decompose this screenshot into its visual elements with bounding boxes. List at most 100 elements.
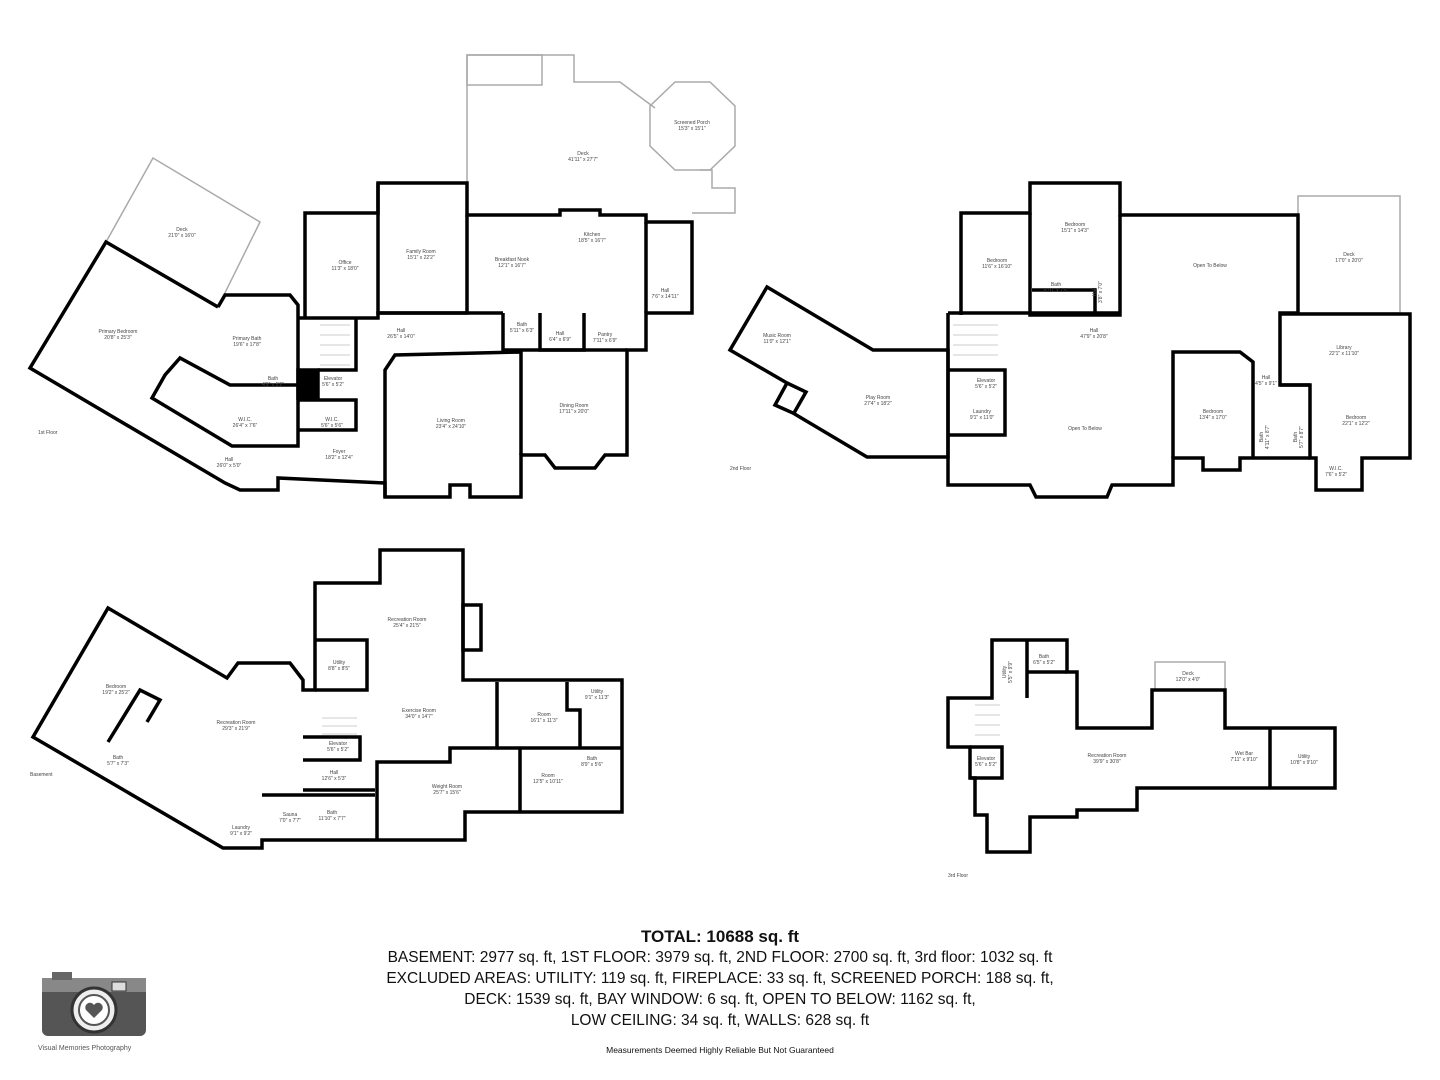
room-name: Office xyxy=(338,260,352,266)
room-label: W.I.C.5'6" x 5'6" xyxy=(321,417,343,429)
room-dimensions: 7'0" x 7'7" xyxy=(279,818,301,824)
screened-porch xyxy=(649,81,736,171)
room-name: Hall xyxy=(396,328,406,334)
room-name: Laundry xyxy=(231,825,251,831)
room-dimensions: 19'2" x 25'2" xyxy=(102,690,130,696)
room-dimensions: 9'1" x 11'3" xyxy=(584,695,610,701)
room-dimensions: 5'6" x 5'2" xyxy=(322,382,344,388)
floor-label: 2nd Floor xyxy=(730,466,752,472)
room-dimensions: 11'6" x 16'10" xyxy=(982,264,1012,270)
room-dimensions: 22'1" x 11'10" xyxy=(1329,351,1359,357)
room-dimensions: 10'8" x 9'10" xyxy=(1290,760,1318,766)
room-dimensions: 9'1" x 9'2" xyxy=(230,831,252,837)
room-dimensions: 12'1" x 16'7" xyxy=(498,263,526,269)
disclaimer: Measurements Deemed Highly Reliable But … xyxy=(606,1045,834,1055)
total-area: TOTAL: 10688 sq. ft xyxy=(640,927,800,946)
room-dimensions: 4'11" x 8'7" xyxy=(1265,424,1271,450)
room-name: Deck xyxy=(577,151,589,157)
room-dimensions: 23'4" x 24'10" xyxy=(435,424,467,430)
room-dimensions: 15'1" x 14'3" xyxy=(1061,228,1089,234)
room-name: Deck xyxy=(1343,252,1355,258)
room-dimensions: 22'1" x 12'2" xyxy=(1342,421,1370,427)
room-name: Bedroom xyxy=(1345,415,1367,421)
room-dimensions: 18'5" x 16'7" xyxy=(578,238,606,244)
room-name: Bath xyxy=(586,756,598,762)
room-name: Exercise Room xyxy=(402,708,436,714)
room-name: Breakfast Nook xyxy=(494,257,530,263)
room-dimensions: 11'0" x 12'1" xyxy=(763,339,791,345)
room-name: Hall xyxy=(660,288,670,294)
room-dimensions: 13'4" x 17'0" xyxy=(1199,415,1227,421)
room-name: Bedroom xyxy=(1202,409,1224,415)
room-dimensions: 19'6" x 17'8" xyxy=(233,342,261,348)
floor-label: Basement xyxy=(30,772,53,778)
room-dimensions: 47'9" x 20'8" xyxy=(1080,334,1108,340)
room-dimensions: 5'7" x 7'3" xyxy=(107,761,129,767)
room-label: W.I.C.26'4" x 7'6" xyxy=(233,417,258,429)
room-name: Open To Below xyxy=(1068,426,1102,432)
room-name: Wet Bar xyxy=(1235,751,1253,757)
room-dimensions: 6'5" x 5'2" xyxy=(1033,660,1055,666)
room-dimensions: 8'8" x 8'5" xyxy=(328,666,350,672)
room-name: Bath xyxy=(516,322,528,328)
summary-line: LOW CEILING: 34 sq. ft, WALLS: 628 sq. f… xyxy=(570,1012,870,1029)
room-dimensions: 25'4" x 21'5" xyxy=(393,623,421,629)
room-dimensions: 5'11" x 6'3" xyxy=(509,328,535,334)
room-name: Elevator xyxy=(323,376,343,382)
room-dimensions: 39'9" x 30'8" xyxy=(1093,759,1121,765)
summary-line: EXCLUDED AREAS: UTILITY: 119 sq. ft, FIR… xyxy=(386,970,1054,987)
floor-plan xyxy=(27,54,1412,854)
summary-line: BASEMENT: 2977 sq. ft, 1ST FLOOR: 3979 s… xyxy=(387,949,1053,966)
room-dimensions: 5'6" x 5'6" xyxy=(321,423,343,429)
room-dimensions: 8'9" x 5'6" xyxy=(581,762,603,768)
room-name: Dining Room xyxy=(559,403,589,409)
room-dimensions: 26'0" x 5'0" xyxy=(216,463,242,469)
room-dimensions: 27'4" x 18'2" xyxy=(864,401,892,407)
floor-label: 3rd Floor xyxy=(948,873,969,879)
room-name: Living Room xyxy=(437,418,465,424)
room-name: Library xyxy=(1336,345,1352,351)
room-dimensions: 6'4" x 6'9" xyxy=(549,337,571,343)
room-name: Bedroom xyxy=(986,258,1008,264)
room-name: Primary Bath xyxy=(232,336,262,342)
room-dimensions: 5'6" x 5'2" xyxy=(975,762,997,768)
room-dimensions: 7'11" x 9'10" xyxy=(1230,757,1258,763)
logo-text: Visual Memories Photography xyxy=(38,1045,132,1052)
room-name: Utility xyxy=(332,660,346,666)
room-dimensions: 12'5" x 10'11" xyxy=(533,779,563,785)
room-dimensions: 5'6" x 5'2" xyxy=(975,384,997,390)
room-dimensions: 5'7" x 8'7" xyxy=(1299,426,1305,448)
room-name: Recreation Room xyxy=(1087,753,1127,759)
